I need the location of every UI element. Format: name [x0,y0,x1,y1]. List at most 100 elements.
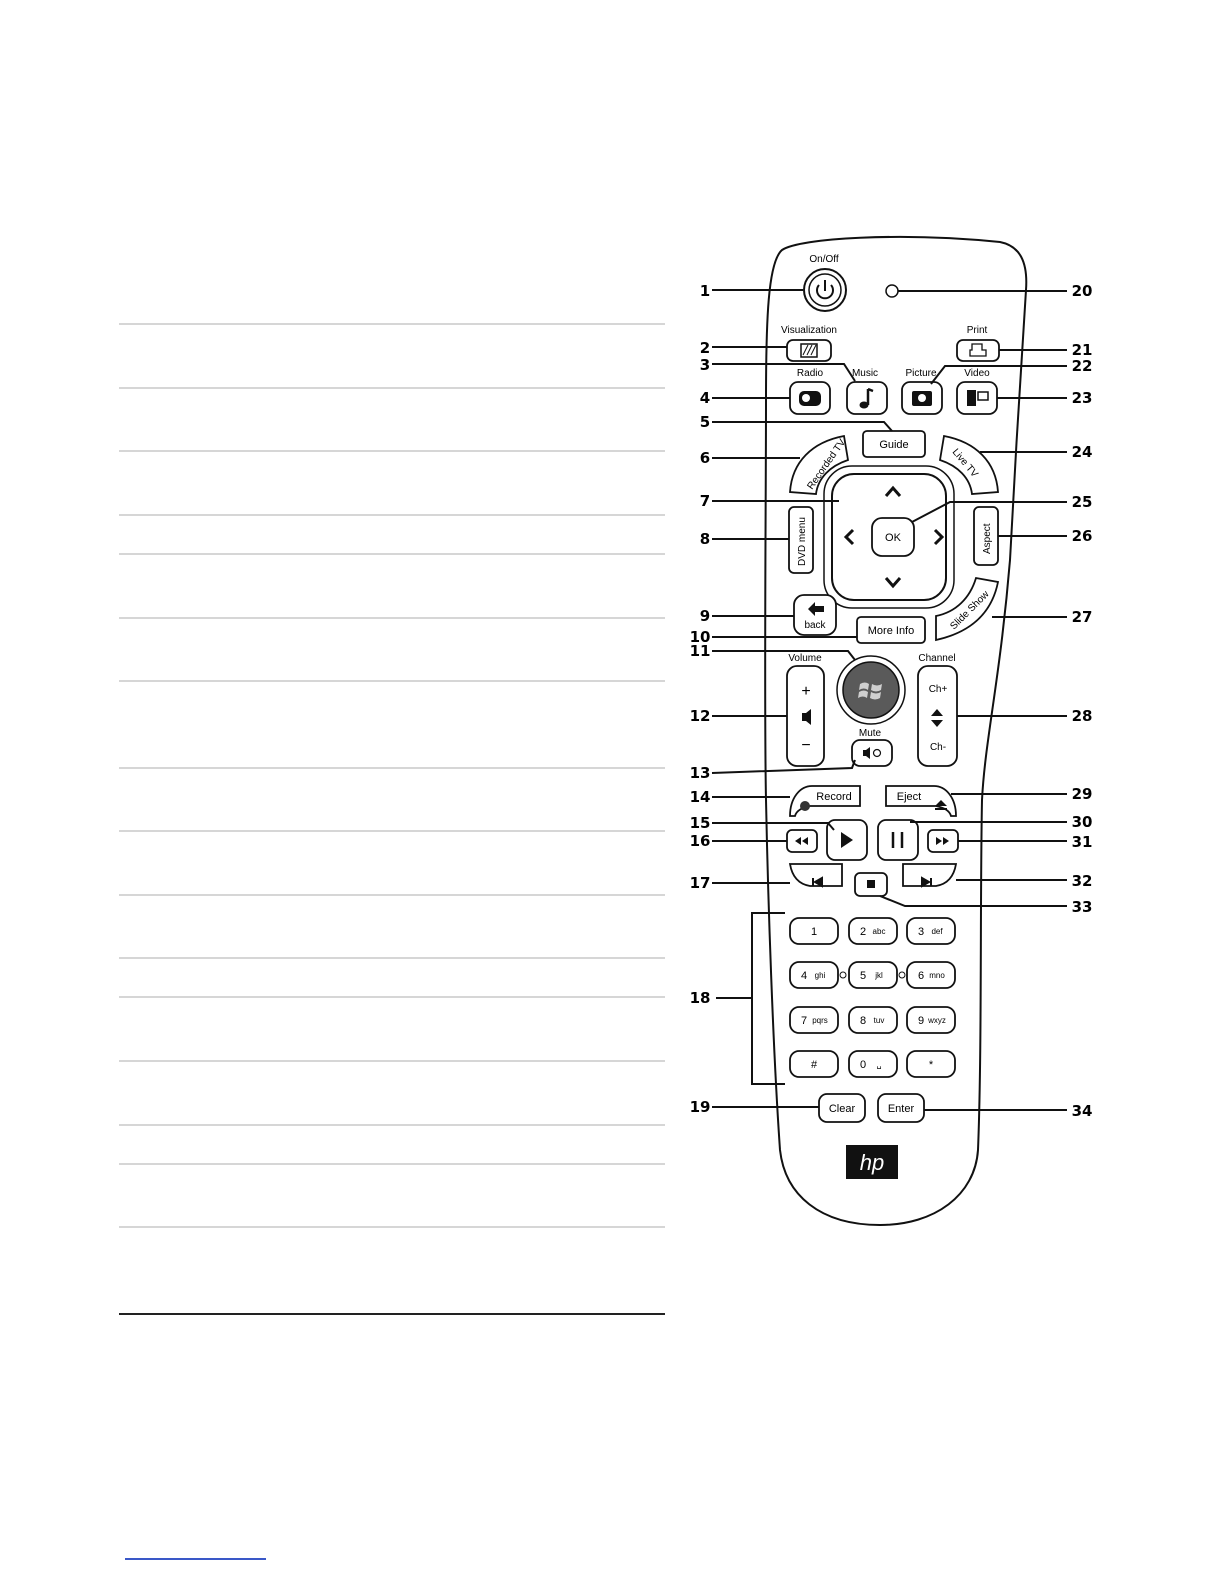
keypad-key-shape[interactable] [848,1050,898,1078]
ok-button[interactable] [871,517,915,557]
keypad-key-shape[interactable] [906,961,956,989]
eject-button[interactable] [885,785,957,817]
keypad-key-shape[interactable] [906,917,956,945]
record-button[interactable] [789,785,861,817]
record-icon [800,801,810,811]
callout-22: 22 [1072,357,1093,375]
callout-5: 5 [700,413,710,431]
keypad-key[interactable]: # [789,1050,839,1078]
slide-show-button[interactable] [935,576,1000,642]
callout-29: 29 [1072,785,1093,803]
keypad-key-digit: 0 [860,1059,866,1071]
callout-18: 18 [690,989,711,1007]
radio-icon-speaker [802,394,810,402]
guide-label: Guide [879,439,908,451]
recorded-tv-button[interactable] [789,434,850,495]
skip-forward-button[interactable] [902,863,958,887]
keypad-key-shape[interactable] [789,1050,839,1078]
table-rule [119,514,665,516]
table-rule [119,1163,665,1165]
keypad-key-shape[interactable] [789,917,839,945]
back-arrow-icon [808,602,824,616]
live-tv-button[interactable] [938,434,999,495]
mute-button[interactable] [851,739,893,767]
keypad-bracket [716,912,785,1085]
channel-plus-label[interactable]: Ch+ [929,684,948,695]
skip-forward-icon [921,876,932,888]
keypad-key-shape[interactable] [789,961,839,989]
callout-2: 2 [700,339,710,357]
right-arrow-icon[interactable] [933,528,945,546]
keypad-key-letters: mno [929,971,945,980]
keypad-key[interactable]: 1 [789,917,839,945]
pause-button[interactable] [877,819,919,861]
table-rule [119,553,665,555]
music-label: Music [852,368,878,379]
key-separator-dot [898,971,906,979]
callout-16: 16 [690,832,711,850]
channel-minus-label[interactable]: Ch- [930,742,946,753]
pause-icon [891,832,904,848]
video-icon [967,390,976,406]
keypad-key[interactable]: 2 abc [848,917,898,945]
eject-icon [935,800,947,810]
keypad-key-shape[interactable] [789,1006,839,1034]
up-arrow-icon[interactable] [884,485,902,497]
visualization-icon [800,343,818,358]
onoff-label: On/Off [809,254,838,265]
keypad-key-shape[interactable] [848,917,898,945]
stop-icon [867,880,875,888]
volume-minus-label[interactable]: − [801,737,810,754]
more-info-button[interactable] [856,616,926,644]
keypad-key[interactable]: * [906,1050,956,1078]
table-rule [119,387,665,389]
table-rule [119,996,665,998]
table-rule [119,1226,665,1228]
table-bottom-rule [119,1313,665,1315]
hp-logo-text: hp [860,1150,884,1175]
keypad-key-shape[interactable] [906,1006,956,1034]
print-label: Print [967,325,988,336]
callout-1: 1 [700,282,710,300]
table-rule [119,957,665,959]
callout-20: 20 [1072,282,1093,300]
volume-plus-label[interactable]: + [801,683,810,700]
table-rule [119,680,665,682]
callout-numbers: 1234567891011121314151617181920212223242… [690,282,1093,1120]
table-rule [119,830,665,832]
table-rule [119,450,665,452]
enter-button[interactable] [877,1093,925,1123]
mute-icon [863,747,870,759]
table-rule [119,617,665,619]
keypad-key-shape[interactable] [848,1006,898,1034]
skip-back-button[interactable] [788,863,843,887]
callout-27: 27 [1072,608,1093,626]
callout-21: 21 [1072,341,1093,359]
clear-label: Clear [829,1103,856,1115]
print-button[interactable] [956,339,1000,362]
keypad-key[interactable]: 0␣ [848,1050,898,1078]
ok-label: OK [885,532,902,544]
video-button[interactable] [956,381,998,415]
keypad-key-digit: 2 [860,926,866,938]
guide-button[interactable] [862,430,926,458]
keypad-key-letters: abc [873,927,886,936]
callout-15: 15 [690,814,711,832]
keypad-key-shape[interactable] [848,961,898,989]
keypad-key-shape[interactable] [906,1050,956,1078]
left-arrow-icon[interactable] [843,528,855,546]
down-arrow-icon[interactable] [884,577,902,589]
hp-logo [846,1145,898,1179]
keypad-key-digit: 3 [918,926,924,938]
music-icon [866,387,874,405]
callout-34: 34 [1072,1102,1093,1120]
picture-label: Picture [905,368,937,379]
